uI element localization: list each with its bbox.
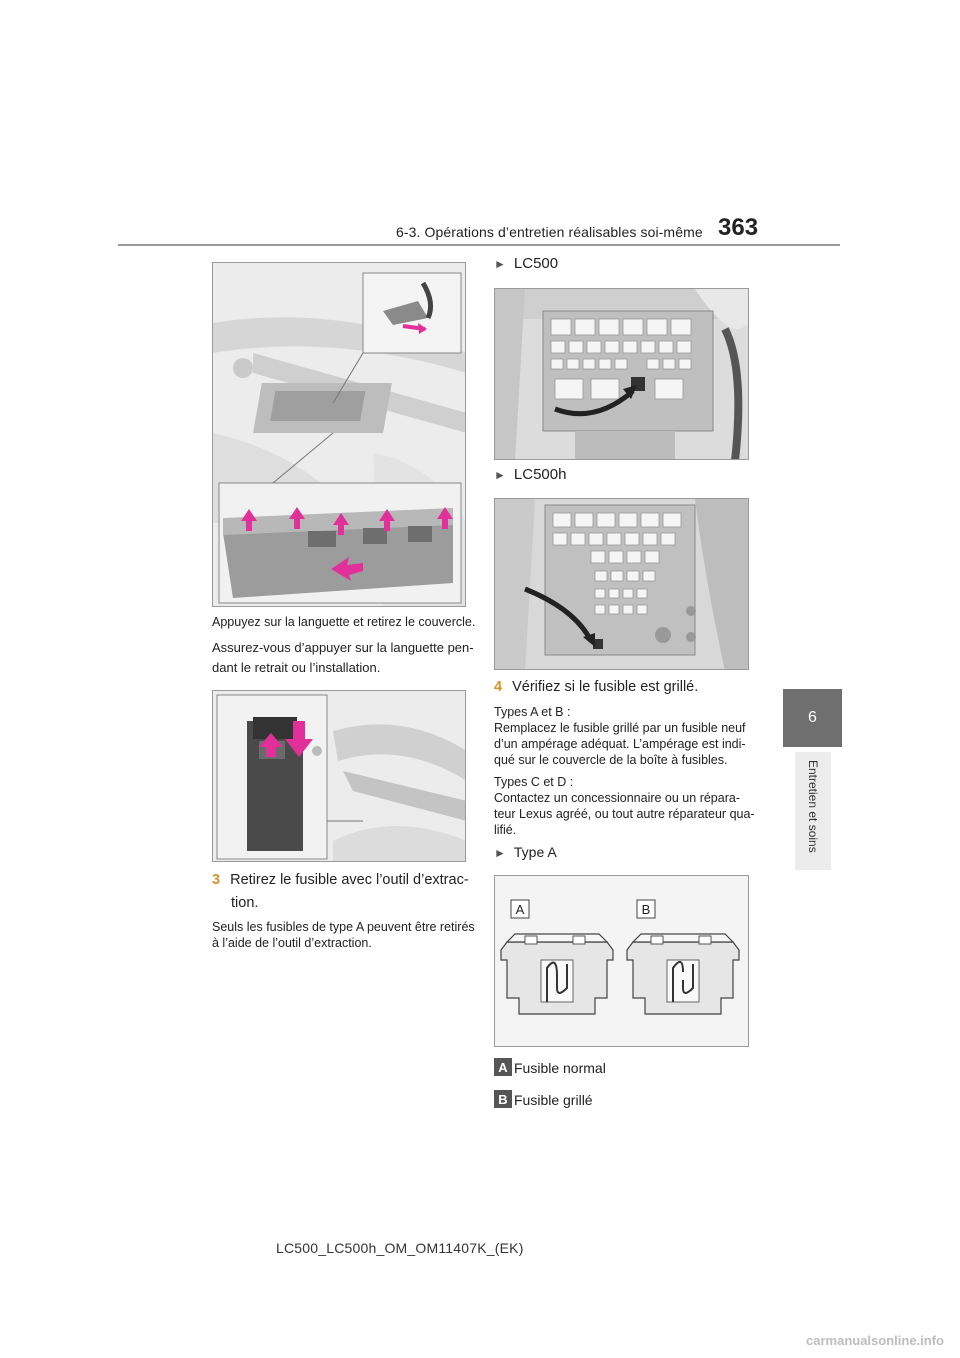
fusebox-lc500-illustration — [495, 289, 748, 459]
bullet-icon: ► — [494, 846, 506, 860]
caption-press-tab: Appuyez sur la languette et retirez le c… — [212, 615, 476, 629]
fuse-normal — [500, 933, 614, 1015]
type-a-label: ► Type A — [494, 844, 557, 860]
figure-fusebox-lc500h — [494, 498, 749, 670]
legend-a-marker: A — [494, 1058, 512, 1076]
types-cd-line3: lifié. — [494, 823, 517, 837]
chapter-side-band — [795, 752, 831, 870]
fusebox-lc500h-illustration — [495, 499, 748, 669]
types-cd-heading: Types C et D : — [494, 775, 574, 789]
step4-line: 4 Vérifiez si le fusible est grillé. — [494, 675, 698, 699]
fuse-b-label: B — [642, 902, 651, 917]
note-press-tab-line2: dant le retrait ou l’installation. — [212, 660, 381, 675]
types-cd-line2: teur Lexus agréé, ou tout autre réparate… — [494, 807, 755, 821]
fuse-a-label: A — [516, 902, 525, 917]
fuses-illustration: A B — [495, 876, 748, 1046]
type-a-text: Type A — [513, 844, 557, 860]
legend-a-text: Fusible normal — [514, 1060, 606, 1076]
header-divider — [118, 244, 840, 246]
types-ab-line3: qué sur le couvercle de la boîte à fusib… — [494, 753, 728, 767]
dashboard-cover-illustration — [213, 263, 465, 606]
step4-text: Vérifiez si le fusible est grillé. — [512, 679, 699, 695]
fuse-blown — [626, 933, 740, 1015]
legend-b-text: Fusible grillé — [514, 1092, 593, 1108]
step3-note-line2: à l’aide de l’outil d’extraction. — [212, 936, 372, 950]
model-label-lc500: ► LC500 — [494, 255, 558, 272]
step3-note-line1: Seuls les fusibles de type A peuvent êtr… — [212, 920, 475, 934]
types-ab-line1: Remplacez le fusible grillé par un fusib… — [494, 721, 746, 735]
figure-dashboard-cover — [212, 262, 466, 607]
bullet-icon: ► — [494, 257, 506, 271]
legend-b-marker: B — [494, 1090, 512, 1108]
chapter-number-tab: 6 — [783, 689, 842, 747]
types-cd-line1: Contactez un concessionnaire ou un répar… — [494, 791, 740, 805]
model-lc500h-text: LC500h — [513, 466, 567, 483]
step3-line1: 3 Retirez le fusible avec l’outil d’extr… — [212, 868, 469, 892]
model-lc500-text: LC500 — [513, 255, 559, 272]
step3-number: 3 — [212, 872, 221, 888]
extraction-tool-illustration — [213, 691, 465, 861]
note-press-tab-line1: Assurez-vous d’appuyer sur la languette … — [212, 640, 474, 655]
types-ab-heading: Types A et B : — [494, 705, 571, 719]
step3-text-line1: Retirez le fusible avec l’outil d’extrac… — [230, 872, 469, 888]
page-number: 363 — [718, 214, 759, 241]
types-ab-line2: d’un ampérage adéquat. L’ampérage est in… — [494, 737, 746, 751]
figure-fuses-normal-blown: A B — [494, 875, 749, 1047]
chapter-name: Entretien et soins — [806, 760, 820, 853]
figure-fusebox-lc500 — [494, 288, 749, 460]
step3-text-line2: tion. — [231, 895, 259, 911]
step4-number: 4 — [494, 679, 503, 695]
bullet-icon: ► — [494, 468, 506, 482]
document-code: LC500_LC500h_OM_OM11407K_(EK) — [276, 1240, 524, 1256]
section-title: 6-3. Opérations d’entretien réalisables … — [396, 224, 703, 240]
model-label-lc500h: ► LC500h — [494, 466, 566, 483]
watermark: carmanualsonline.info — [806, 1333, 944, 1348]
figure-extraction-tool — [212, 690, 466, 862]
